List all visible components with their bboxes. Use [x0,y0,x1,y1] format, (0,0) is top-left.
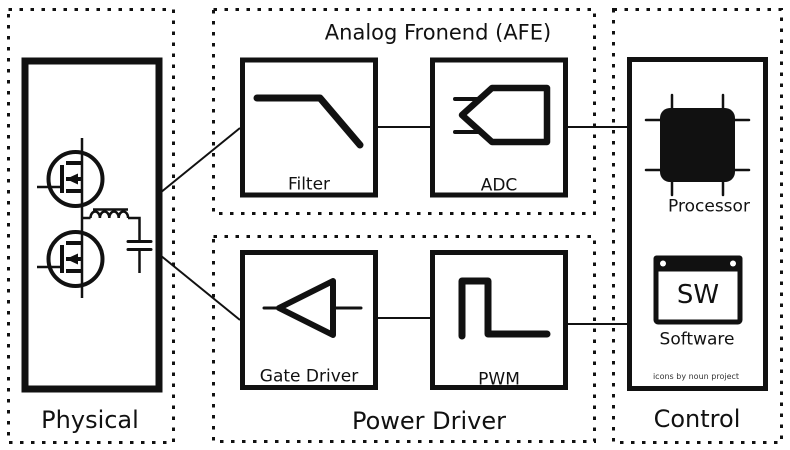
control-section-border [612,8,783,444]
afe-section-border [212,8,596,215]
control-inner-box [627,57,768,391]
power-driver-section-border [212,235,596,443]
icon-credit-text: icons by noun project [652,372,740,381]
filter-label: Filter [287,174,331,195]
capacitor-lead-top [128,216,141,241]
pwm-box [430,250,568,390]
inductor-coil-icon [89,210,130,219]
amplifier-triangle-icon [262,278,363,338]
gate-driver-label: Gate Driver [259,366,359,387]
filter-box [240,57,378,198]
processor-label: Processor [668,196,750,217]
mosfet-bottom-arrow [66,253,78,265]
processor-chip-icon [644,93,751,197]
software-window-dot-right [730,260,736,267]
software-window-titlebar [653,255,743,272]
pwm-label: PWM [478,369,520,390]
control-section-label: Control [653,405,741,433]
capacitor-plates-icon [126,240,153,251]
processor-pins [644,93,751,197]
filter-curve-icon [253,94,364,149]
mosfet-half-bridge-icon [37,138,153,298]
mosfet-top-arrow [66,173,78,185]
pwm-pulse-icon [458,277,551,340]
mosfet-bottom-icon [37,230,105,288]
adc-pentagon [458,84,551,146]
software-window-icon [653,255,743,325]
physical-circuit-box [21,57,163,393]
physical-section-label: Physical [41,406,139,434]
connector-physical-to-filter [159,127,241,194]
software-label: Software [659,329,735,350]
adc-icon [453,84,551,146]
mosfet-bottom-circle [46,230,105,288]
power-driver-section-label: Power Driver [351,407,507,435]
adc-box [430,57,568,198]
physical-section-border [7,8,175,444]
amplifier-triangle [276,278,336,338]
mosfet-top-circle [46,150,105,208]
lc-filter-branch [82,208,153,273]
software-window-dot-left [660,260,666,267]
processor-body [660,108,735,182]
adc-label: ADC [480,175,518,196]
connector-physical-to-gate-driver [159,254,241,321]
mosfet-top-icon [37,150,105,208]
gate-driver-box [240,250,378,390]
afe-section-title: Analog Fronend (AFE) [324,20,552,45]
software-icon-text: SW [676,280,720,310]
